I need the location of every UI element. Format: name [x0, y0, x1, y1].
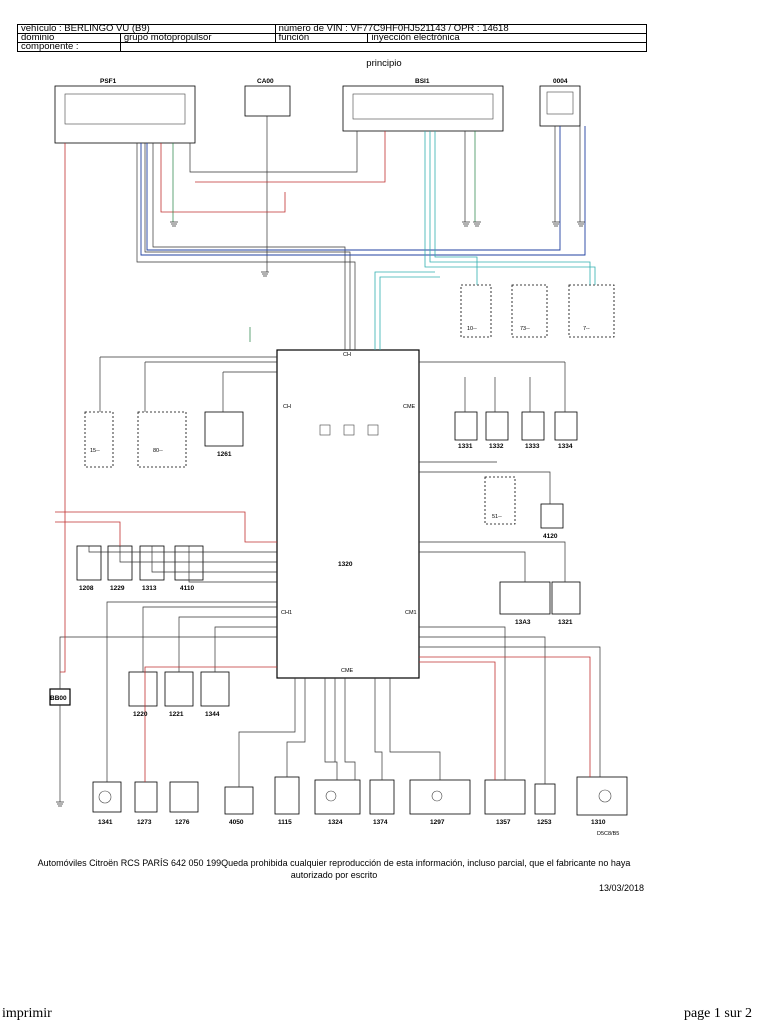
c1341-frame	[92, 781, 122, 813]
label-13a3: 13A3	[515, 619, 531, 626]
c1331-frame	[454, 411, 478, 441]
c1324-frame	[314, 779, 361, 815]
label-1341: 1341	[98, 819, 113, 826]
group-7-frame	[568, 284, 615, 338]
c4120-frame	[540, 503, 564, 529]
label-1332: 1332	[489, 443, 504, 450]
c1310-frame	[576, 776, 628, 816]
connector-ch-left: CH	[283, 404, 291, 410]
c1321-frame	[551, 581, 581, 615]
group-15-frame	[84, 411, 114, 468]
label-psf1: PSF1	[100, 78, 117, 85]
diagram-code: D5C8/B5	[597, 831, 619, 837]
label-bsi1: BSI1	[415, 78, 430, 85]
c1297-frame	[409, 779, 471, 815]
c1273-frame	[134, 781, 158, 813]
c1333-frame	[521, 411, 545, 441]
label-ecu-1320: 1320	[338, 561, 353, 568]
c1221-frame	[164, 671, 194, 707]
c1332-frame	[485, 411, 509, 441]
connector-ch-top: CH	[343, 352, 351, 358]
label-1115: 1115	[278, 819, 292, 826]
label-1261: 1261	[217, 451, 232, 458]
c1334-frame	[554, 411, 578, 441]
vin-cell: número de VIN : VF77C9HF0HJ521143 / OPR …	[274, 24, 648, 34]
label-4050: 4050	[229, 819, 244, 826]
label-1344: 1344	[205, 711, 220, 718]
component-label: componente :	[17, 42, 121, 52]
label-1331: 1331	[458, 443, 473, 450]
header-table: vehículo : BERLINGO VU (B9) número de VI…	[17, 24, 648, 52]
header-row-domain: dominio grupo motopropulsor función inye…	[17, 33, 647, 43]
label-1310: 1310	[591, 819, 606, 826]
label-1297: 1297	[430, 819, 445, 826]
label-group-51: 51--	[492, 514, 502, 520]
footer-copyright: Automóviles Citroën RCS PARÍS 642 050 19…	[37, 858, 631, 880]
ecu-1320-frame	[276, 349, 420, 679]
bsi1-frame	[342, 85, 504, 132]
c1115-frame	[274, 776, 300, 815]
vehicle-cell: vehículo : BERLINGO VU (B9)	[17, 24, 276, 34]
label-1374: 1374	[373, 819, 388, 826]
header-row-component: componente :	[17, 42, 648, 52]
group-73-frame	[511, 284, 548, 338]
c1374-frame	[369, 779, 395, 815]
label-1357: 1357	[496, 819, 511, 826]
label-1273: 1273	[137, 819, 152, 826]
label-group-15: 15--	[90, 448, 100, 454]
page-indicator: page 1 sur 2	[683, 1006, 752, 1021]
domain-value: grupo motopropulsor	[119, 33, 276, 43]
label-1333: 1333	[525, 443, 540, 450]
c1344-frame	[200, 671, 230, 707]
label-c0004: 0004	[553, 78, 568, 85]
wiring-diagram: PSF1 CA00 BSI1 0004 1320 BB00 1261 1331 …	[49, 78, 628, 837]
connector-cme-bottom: CME	[341, 668, 354, 674]
label-ca00: CA00	[257, 78, 274, 85]
label-1334: 1334	[558, 443, 573, 450]
label-4110: 4110	[180, 585, 194, 592]
function-label: función	[274, 33, 369, 43]
c4050-frame	[224, 786, 254, 815]
label-1276: 1276	[175, 819, 190, 826]
c13a3-frame	[499, 581, 551, 615]
group-51-frame	[484, 476, 516, 525]
label-group-73: 73--	[520, 326, 530, 332]
label-1313: 1313	[142, 585, 157, 592]
label-1253: 1253	[537, 819, 552, 826]
label-group-10: 10--	[467, 326, 477, 332]
c1261-frame	[204, 411, 244, 447]
label-bb00: BB00	[50, 695, 67, 702]
label-1321: 1321	[558, 619, 573, 626]
domain-label: dominio	[17, 33, 121, 43]
label-1221: 1221	[169, 711, 184, 718]
label-1229: 1229	[110, 585, 125, 592]
psf1-frame	[54, 85, 196, 144]
label-group-80: 80--	[153, 448, 163, 454]
label-1220: 1220	[133, 711, 148, 718]
c1220-frame	[128, 671, 158, 707]
footer-date: 13/03/2018	[598, 883, 644, 893]
label-group-7: 7--	[583, 326, 590, 332]
group-80-frame	[137, 411, 187, 468]
page-title: principio	[366, 58, 402, 69]
label-4120: 4120	[543, 533, 558, 540]
label-1208: 1208	[79, 585, 94, 592]
connector-cm1: CM1	[405, 610, 417, 616]
print-link[interactable]: imprimir	[2, 1006, 52, 1021]
group-10-frame	[460, 284, 492, 338]
label-1324: 1324	[328, 819, 343, 826]
header-row-vehicle: vehículo : BERLINGO VU (B9) número de VI…	[17, 24, 648, 34]
connector-ch1: CH1	[281, 610, 292, 616]
c1276-frame	[169, 781, 199, 813]
component-value	[119, 42, 648, 52]
function-value: inyección electrónica	[367, 33, 647, 43]
c1253-frame	[534, 783, 556, 815]
connector-cme-right: CME	[403, 404, 416, 410]
ca00-frame	[244, 85, 291, 117]
c1357-frame	[484, 779, 526, 815]
